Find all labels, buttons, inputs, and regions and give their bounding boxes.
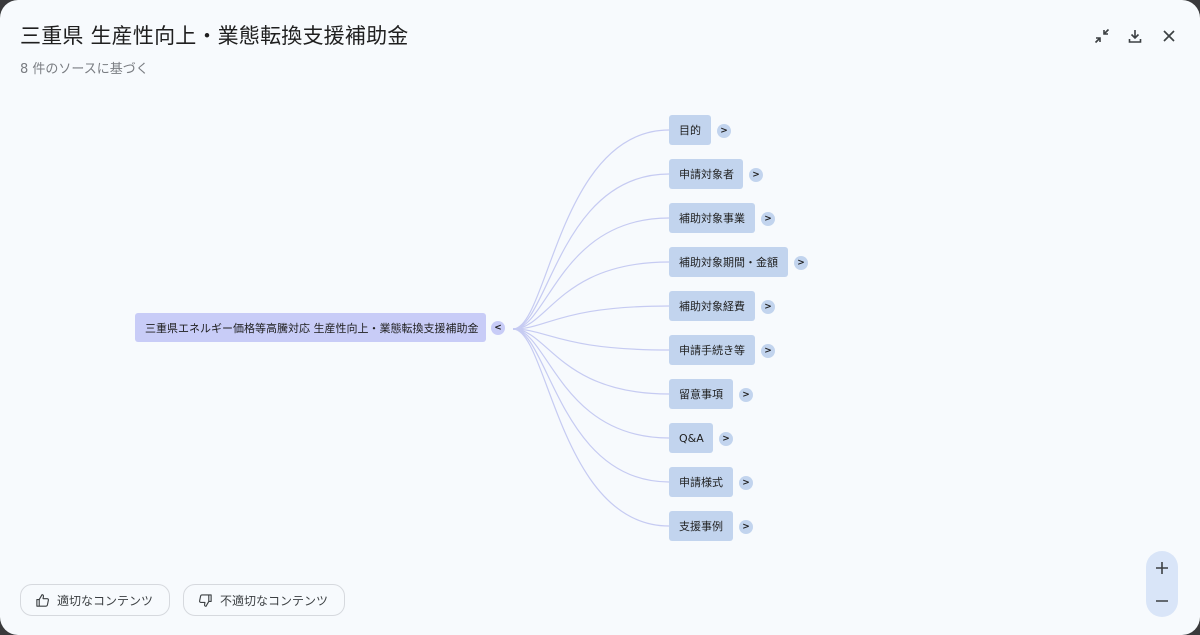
mindmap-link: [512, 328, 670, 483]
mindmap-link: [512, 217, 670, 330]
mindmap-link: [512, 173, 670, 330]
thumbs-up-icon: [36, 593, 50, 607]
mindmap-link: [512, 328, 670, 395]
child-node-label: 申請様式: [679, 476, 723, 489]
source-count: 8 件のソースに基づく: [20, 62, 149, 77]
close-icon[interactable]: [1159, 26, 1179, 46]
child-node[interactable]: 支援事例: [669, 511, 733, 541]
child-node-label: 補助対象事業: [679, 212, 745, 225]
mindmap-link: [512, 328, 670, 439]
mindmap-link: [512, 328, 670, 527]
child-node-label: 支援事例: [679, 520, 723, 533]
mindmap-link: [512, 328, 670, 351]
thumbs-down-icon: [198, 593, 212, 607]
child-node[interactable]: 補助対象期間・金額: [669, 247, 788, 277]
expand-toggle[interactable]: >: [739, 388, 753, 402]
download-icon[interactable]: [1125, 26, 1145, 46]
child-node-label: 目的: [679, 124, 701, 137]
child-node[interactable]: Q&A: [669, 423, 713, 453]
expand-toggle[interactable]: >: [794, 256, 808, 270]
child-node-label: Q&A: [679, 431, 704, 445]
mindmap-link: [512, 305, 670, 330]
root-collapse-toggle[interactable]: <: [491, 321, 505, 335]
expand-toggle[interactable]: >: [717, 124, 731, 138]
child-node[interactable]: 申請対象者: [669, 159, 743, 189]
child-node-label: 申請手続き等: [679, 344, 745, 357]
mindmap-link: [512, 261, 670, 330]
child-node[interactable]: 留意事項: [669, 379, 733, 409]
child-node-label: 申請対象者: [679, 168, 734, 181]
bad-content-label: 不適切なコンテンツ: [220, 593, 329, 608]
child-node[interactable]: 申請様式: [669, 467, 733, 497]
child-node-label: 留意事項: [679, 388, 723, 401]
zoom-out-button[interactable]: [1146, 584, 1178, 617]
zoom-control: [1146, 551, 1178, 617]
child-node[interactable]: 補助対象経費: [669, 291, 755, 321]
child-node[interactable]: 補助対象事業: [669, 203, 755, 233]
zoom-in-button[interactable]: [1146, 551, 1178, 584]
expand-toggle[interactable]: >: [761, 212, 775, 226]
expand-toggle[interactable]: >: [761, 300, 775, 314]
page-title: 三重県 生産性向上・業態転換支援補助金: [20, 24, 409, 48]
collapse-icon[interactable]: [1092, 26, 1112, 46]
child-node-label: 補助対象期間・金額: [679, 256, 778, 269]
child-node[interactable]: 申請手続き等: [669, 335, 755, 365]
expand-toggle[interactable]: >: [761, 344, 775, 358]
minus-icon: [1156, 599, 1168, 602]
expand-toggle[interactable]: >: [719, 432, 733, 446]
bad-content-button[interactable]: 不適切なコンテンツ: [183, 584, 345, 616]
expand-toggle[interactable]: >: [749, 168, 763, 182]
child-node-label: 補助対象経費: [679, 300, 745, 313]
mindmap-link: [512, 129, 670, 330]
child-node[interactable]: 目的: [669, 115, 711, 145]
good-content-label: 適切なコンテンツ: [57, 593, 154, 608]
plus-icon: [1156, 561, 1168, 574]
expand-toggle[interactable]: >: [739, 520, 753, 534]
expand-toggle[interactable]: >: [739, 476, 753, 490]
root-node[interactable]: 三重県エネルギー価格等高騰対応 生産性向上・業態転換支援補助金: [135, 313, 486, 342]
root-node-label: 三重県エネルギー価格等高騰対応 生産性向上・業態転換支援補助金: [145, 321, 479, 335]
good-content-button[interactable]: 適切なコンテンツ: [20, 584, 170, 616]
